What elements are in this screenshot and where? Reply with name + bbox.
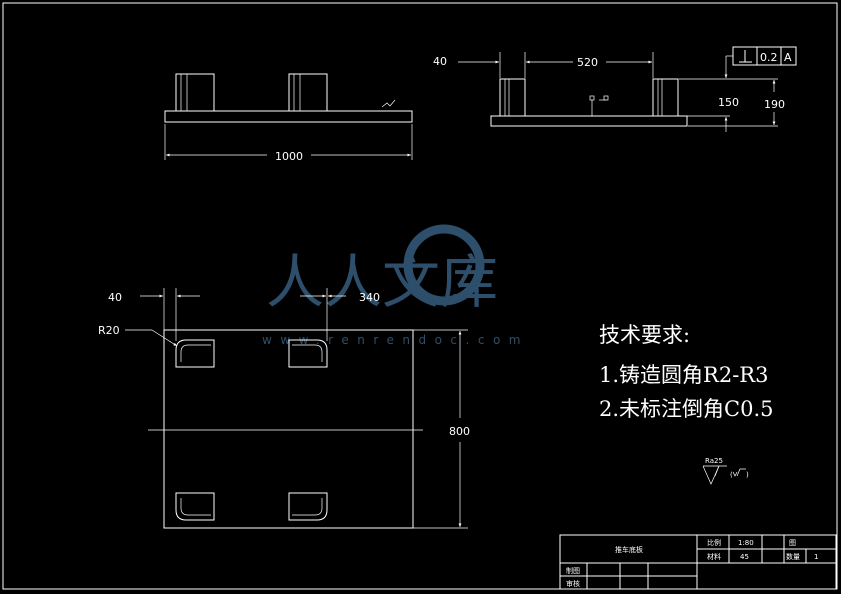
tolerance-value: 0.2 — [760, 51, 778, 64]
tolerance-datum: A — [784, 51, 792, 64]
surface-roughness-symbol: Ra25 ( ) — [702, 457, 749, 485]
part-name: 推车底板 — [615, 545, 643, 554]
notes-heading: 技术要求: — [599, 323, 690, 347]
drawn-label: 制图 — [566, 566, 580, 575]
dim-height-190: 190 — [764, 98, 785, 111]
quantity-label: 数量 — [786, 552, 800, 561]
drawing-no-label: 图 — [789, 539, 796, 547]
material-value: 45 — [740, 553, 749, 561]
watermark: 人人文库 www.renrendoc.com — [262, 224, 529, 347]
dim-spacing-520: 520 — [577, 56, 598, 69]
note-casting-fillet: 1.铸造圆角R2-R3 — [599, 363, 768, 387]
dim-length-1000: 1000 — [275, 150, 303, 163]
material-label: 材料 — [707, 552, 721, 561]
dim-height-800: 800 — [449, 425, 470, 438]
dim-offset-40-plan: 40 — [108, 291, 122, 304]
dim-offset-40-side: 40 — [433, 55, 447, 68]
dim-fillet-r20: R20 — [98, 324, 120, 337]
plan-view: R20 40 340 800 — [98, 288, 470, 529]
dim-height-150: 150 — [718, 96, 739, 109]
scale-label: 比例 — [707, 538, 721, 547]
watermark-logo-ring — [403, 224, 485, 306]
roughness-bracket-left: ( — [730, 471, 733, 479]
front-view: 1000 — [164, 73, 413, 163]
scale-value: 1:80 — [738, 539, 754, 547]
perpendicularity-tolerance-frame: 0.2 A — [725, 46, 797, 66]
roughness-bracket-right: ) — [746, 471, 749, 479]
watermark-site: www.renrendoc.com — [262, 333, 529, 347]
watermark-brand: 人人文库 — [266, 248, 498, 316]
side-view: 40 520 150 190 0.2 A — [433, 46, 797, 132]
quantity-value: 1 — [814, 553, 818, 561]
checked-label: 审核 — [566, 579, 580, 588]
dim-spacing-340: 340 — [359, 291, 380, 304]
technical-requirements: 技术要求: 1.铸造圆角R2-R3 2.未标注倒角C0.5 — [599, 323, 774, 421]
title-block: 推车底板 比例 1:80 图 材料 45 数量 1 制图 审核 — [559, 534, 837, 590]
roughness-value: Ra25 — [705, 457, 723, 465]
note-chamfer: 2.未标注倒角C0.5 — [599, 397, 774, 421]
